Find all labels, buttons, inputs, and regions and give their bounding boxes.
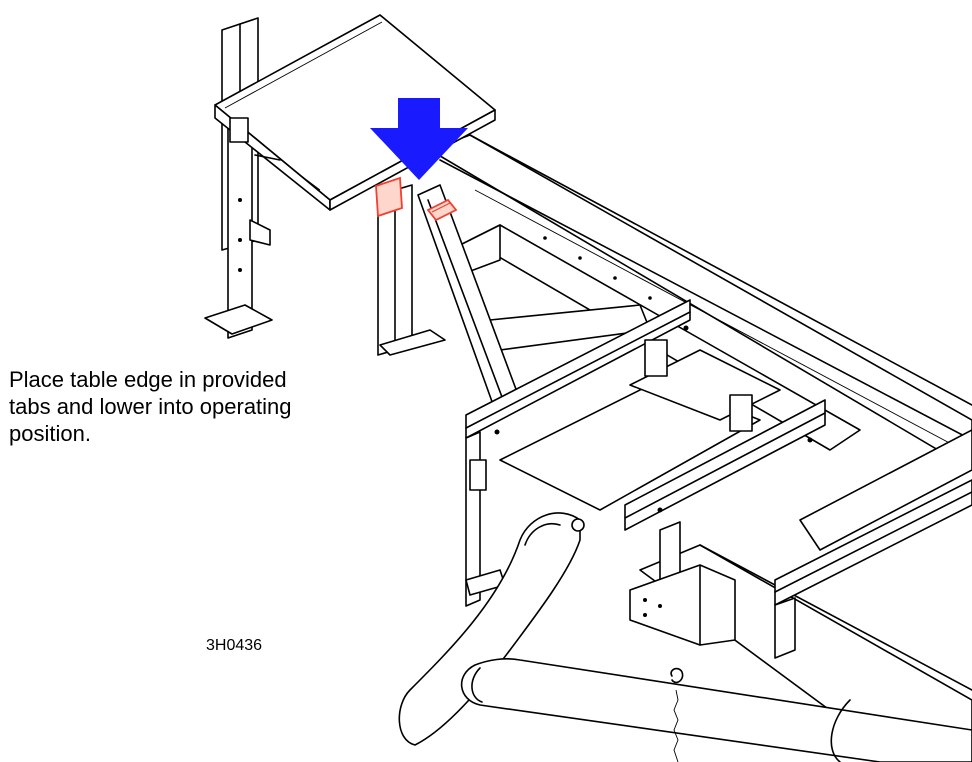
inner-frame [499, 339, 826, 589]
right-frame-bar [774, 429, 972, 659]
support-leg [377, 184, 446, 356]
curved-shank [398, 512, 585, 746]
instruction-line-1: Place table edge in provided [9, 367, 287, 392]
tab-brackets [375, 176, 458, 222]
roller-drum [460, 658, 972, 762]
instruction-caption: Place table edge in provided tabs and lo… [9, 366, 369, 447]
front-frame [465, 299, 691, 607]
hitch-block [629, 564, 736, 646]
chain [670, 667, 684, 762]
jack-stand [204, 17, 273, 339]
instruction-line-2: tabs and lower into operating [9, 394, 292, 419]
left-tab [375, 176, 403, 218]
figure-id: 3H0436 [206, 637, 263, 654]
instruction-line-3: position. [9, 421, 91, 446]
down-arrow-icon [370, 98, 468, 180]
right-tab [426, 198, 458, 222]
diagonal-brace [417, 184, 521, 411]
